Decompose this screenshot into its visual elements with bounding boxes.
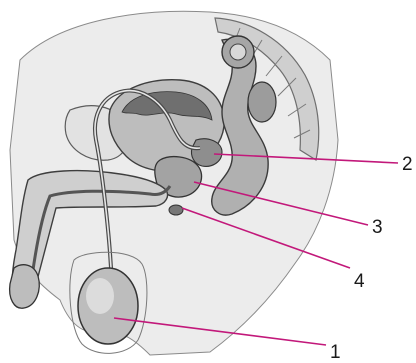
colon-loop-inner <box>230 44 246 60</box>
glans <box>10 265 40 308</box>
testis-highlight <box>86 278 114 314</box>
label-1: 1 <box>330 342 341 363</box>
label-2: 2 <box>402 154 413 175</box>
bulbourethral-gland <box>169 205 183 215</box>
label-4: 4 <box>354 271 365 292</box>
seminal-vesicle <box>191 139 222 167</box>
label-3: 3 <box>372 217 383 238</box>
colon-segment <box>248 82 276 122</box>
pelvic-anatomy-drawing <box>10 11 338 355</box>
